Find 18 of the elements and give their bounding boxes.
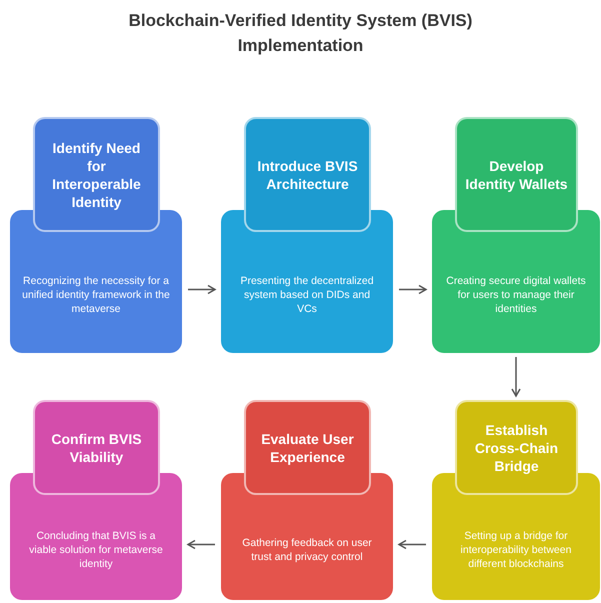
step-heading-tab: Identify Need for Interoperable Identity — [33, 117, 160, 232]
step-description: Recognizing the necessity for a unified identity framework in the metaverse — [22, 274, 170, 316]
step-heading-tab: Introduce BVIS Architecture — [244, 117, 371, 232]
diagram-title: Blockchain-Verified Identity System (BVIS) Implementation — [128, 10, 474, 57]
arrow — [187, 540, 215, 550]
step-description: Setting up a bridge for interoperability between different blockchains — [460, 528, 572, 570]
step-heading-tab: Develop Identity Wallets — [455, 117, 578, 232]
arrow — [399, 284, 427, 294]
step-heading-tab: Evaluate User Experience — [244, 400, 371, 495]
step-description: Presenting the decentralized system based on DIDs and VCs — [239, 274, 375, 316]
arrow — [188, 284, 216, 294]
step-description: Gathering feedback on user trust and privacy control — [241, 536, 373, 564]
arrow — [511, 357, 521, 397]
arrow — [398, 540, 426, 550]
step-description: Concluding that BVIS is a viable solution for metaverse identity — [28, 528, 164, 570]
step-heading-tab: Establish Cross-Chain Bridge — [455, 400, 578, 495]
step-heading-tab: Confirm BVIS Viability — [33, 400, 160, 495]
step-description: Creating secure digital wallets for users to manage their identities — [445, 274, 587, 316]
